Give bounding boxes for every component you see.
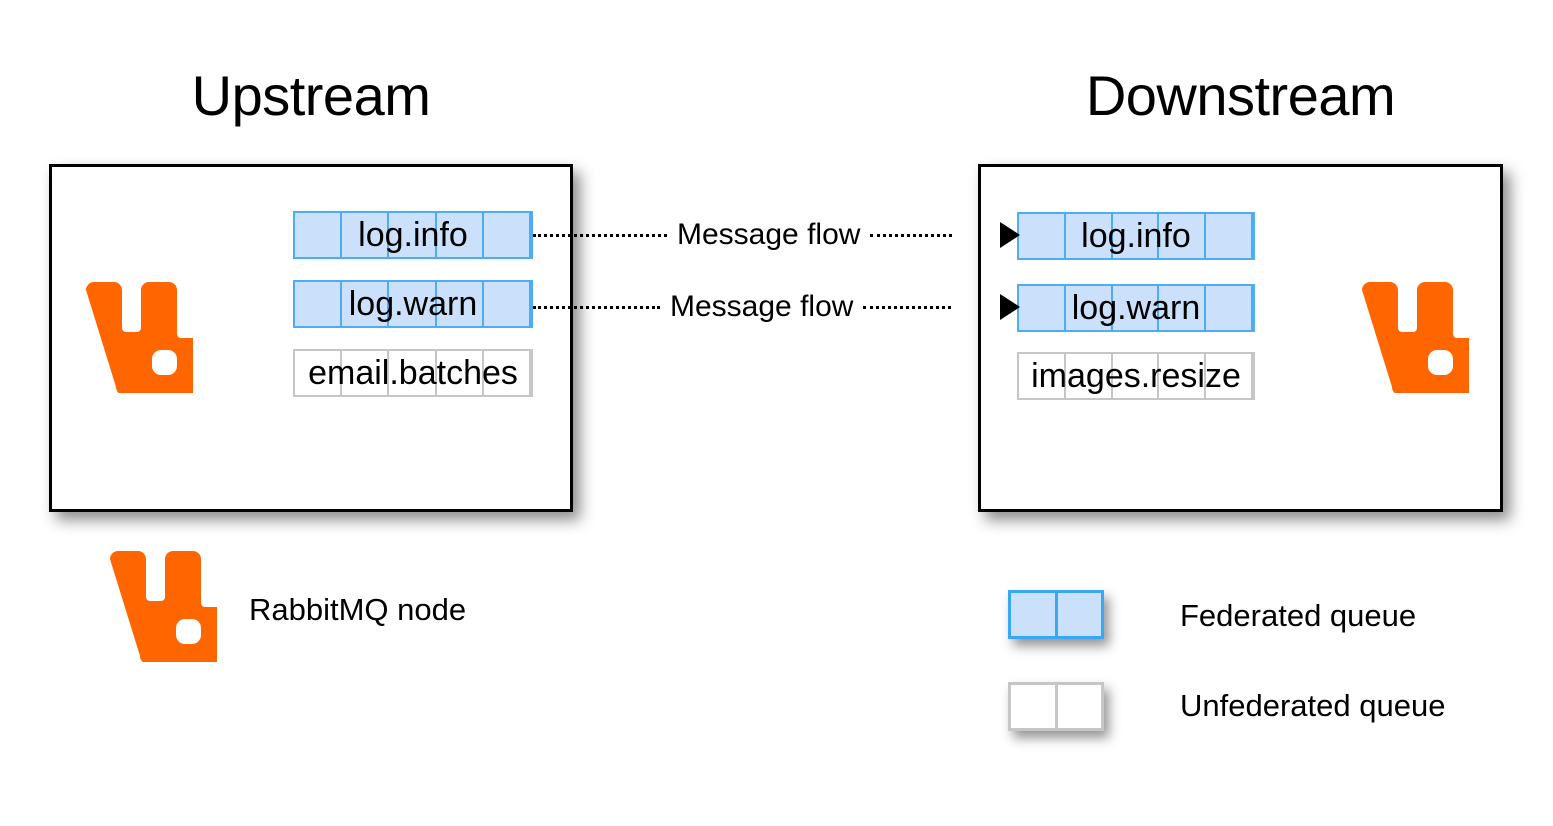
queue-cell (1159, 286, 1207, 330)
queue-cell (437, 213, 484, 257)
page-title-downstream: Downstream (1085, 64, 1396, 127)
message-flow-label: Message flow (677, 218, 861, 251)
queue-log-warn-downstream[interactable]: log.warn (1017, 284, 1255, 332)
queue-cell (1206, 354, 1253, 398)
queue-cell (1159, 354, 1207, 398)
queue-cell (437, 351, 484, 395)
queue-cell (484, 351, 532, 395)
queue-cell (437, 282, 484, 326)
queue-cell (389, 213, 437, 257)
legend-label-federated-queue: Federated queue (1180, 598, 1417, 633)
legend-label-unfederated-queue: Unfederated queue (1180, 688, 1446, 723)
rabbitmq-logo-icon (1356, 282, 1469, 393)
queue-cell (1066, 214, 1113, 258)
queue-log-info-upstream[interactable]: log.info (293, 211, 533, 259)
queue-cell (342, 213, 390, 257)
queue-cell (1159, 214, 1207, 258)
queue-log-info-downstream[interactable]: log.info (1017, 212, 1255, 260)
queue-cell (295, 351, 343, 395)
page-title-upstream: Upstream (191, 64, 431, 127)
queue-log-warn-upstream[interactable]: log.warn (293, 280, 533, 328)
dotted-line-icon (863, 305, 952, 309)
queue-cell (1113, 286, 1160, 330)
arrow-right-icon (1000, 294, 1020, 320)
queue-cell (484, 213, 532, 257)
queue-cell (1019, 286, 1066, 330)
queue-cell (1011, 685, 1058, 728)
dotted-line-icon (533, 305, 660, 309)
legend-rabbitmq-logo-icon (104, 551, 217, 662)
queue-cell (1206, 214, 1253, 258)
queue-cell (1058, 593, 1102, 636)
queue-cell (1113, 354, 1160, 398)
message-flow-log-info: Message flow (533, 220, 1020, 250)
queue-cell (295, 213, 343, 257)
queue-cell (1019, 354, 1066, 398)
legend-label-rabbitmq-node: RabbitMQ node (249, 592, 467, 627)
rabbitmq-logo-icon (80, 282, 193, 393)
queue-cell (1019, 214, 1066, 258)
message-flow-label: Message flow (670, 290, 854, 323)
queue-cell (389, 282, 437, 326)
queue-cell (1066, 354, 1113, 398)
queue-images-resize-downstream[interactable]: images.resize (1017, 352, 1255, 400)
queue-cell (389, 351, 437, 395)
queue-cell (1058, 685, 1102, 728)
queue-cell (1206, 286, 1253, 330)
dotted-line-icon (870, 233, 953, 237)
dotted-line-icon (533, 233, 667, 237)
queue-cell (1113, 214, 1160, 258)
queue-cell (342, 351, 390, 395)
arrow-right-icon (1000, 222, 1020, 248)
legend-swatch-unfederated-queue (1008, 682, 1104, 731)
queue-cell (295, 282, 343, 326)
queue-cell (1066, 286, 1113, 330)
queue-cell (1011, 593, 1058, 636)
legend-swatch-federated-queue (1008, 590, 1104, 639)
queue-cell (484, 282, 532, 326)
queue-cell (342, 282, 390, 326)
queue-email-batches-upstream[interactable]: email.batches (293, 349, 533, 397)
message-flow-log-warn: Message flow (533, 292, 1020, 322)
